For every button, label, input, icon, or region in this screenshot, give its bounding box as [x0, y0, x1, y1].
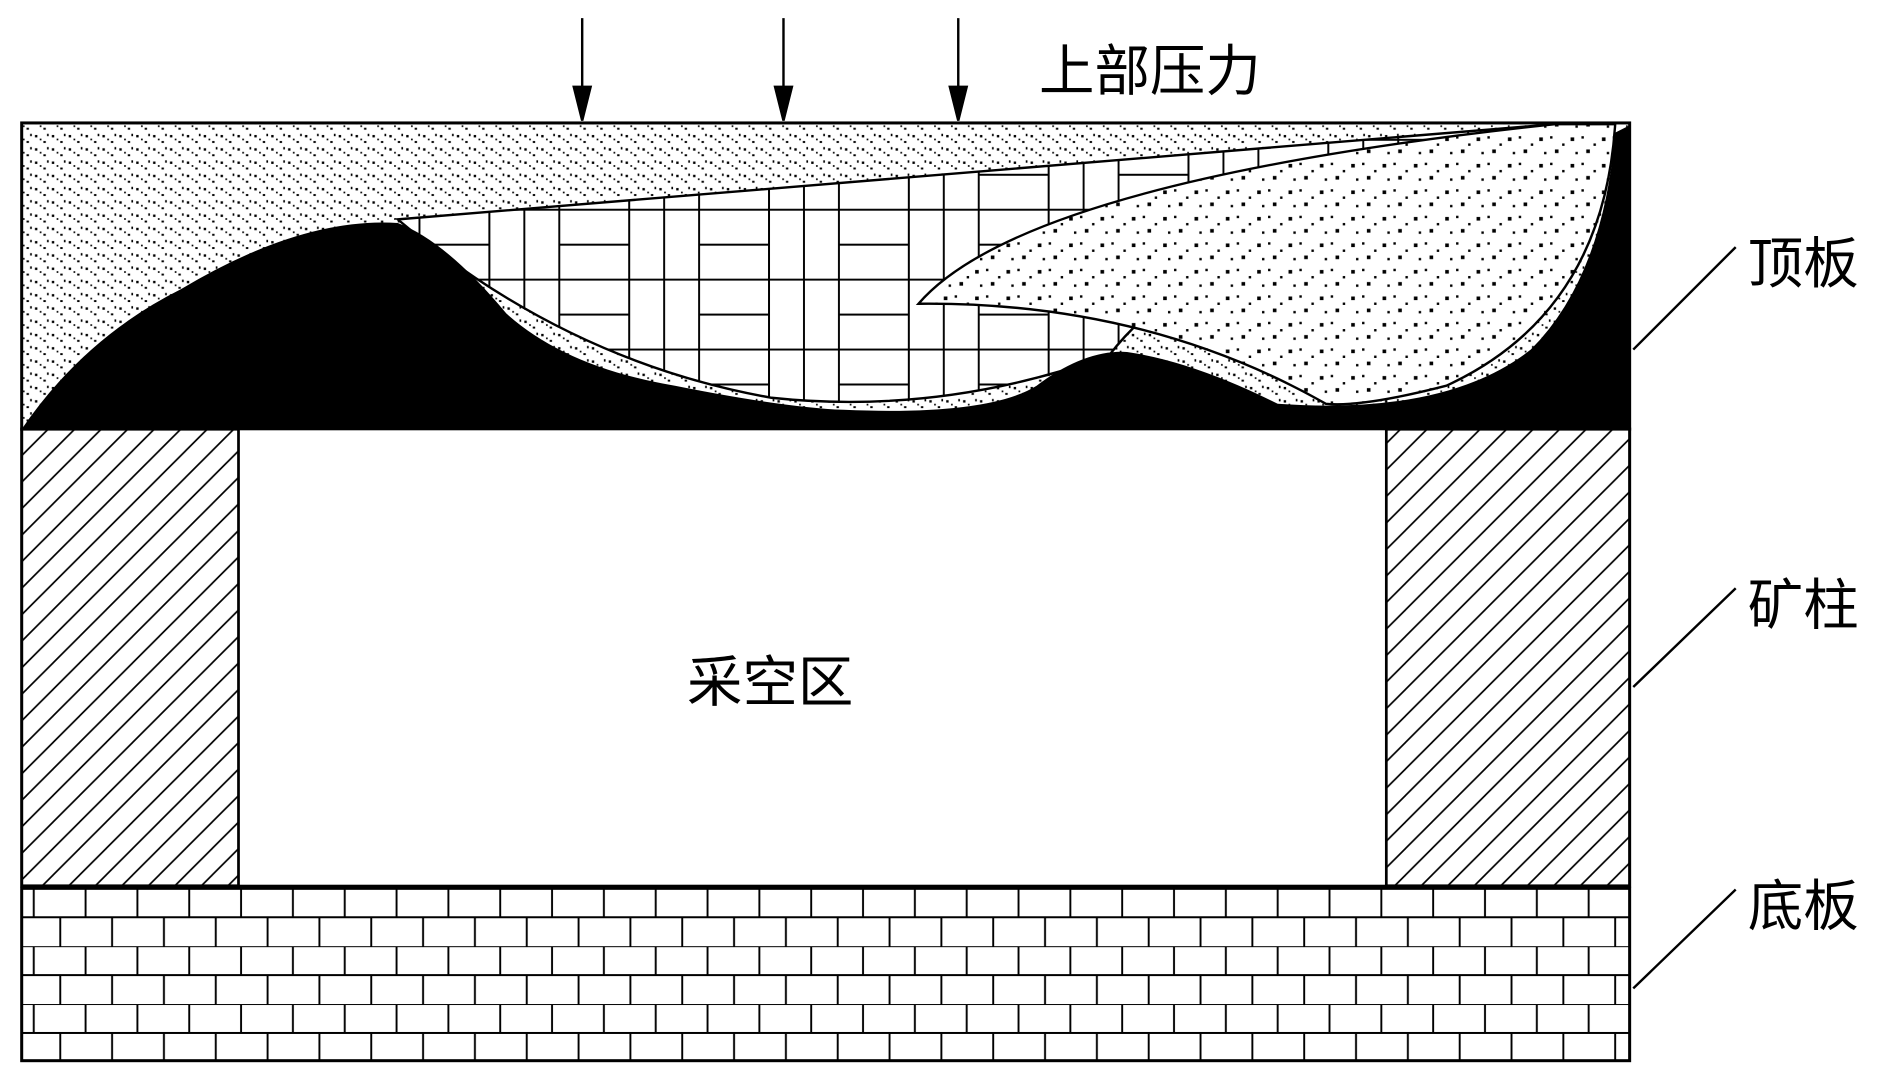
pillar-label: 矿柱	[1748, 574, 1859, 638]
goaf-label: 采空区	[687, 652, 853, 716]
left-pillar	[20, 427, 241, 888]
goaf-void	[237, 427, 1388, 888]
pressure-label: 上部压力	[1039, 40, 1261, 104]
roof-label: 顶板	[1748, 233, 1859, 297]
floor-layer	[20, 886, 1632, 1063]
roof-layer	[20, 121, 1632, 431]
floor-label: 底板	[1748, 876, 1859, 940]
leader-lines	[1632, 246, 1737, 990]
arrow-icon	[773, 18, 794, 121]
roof-coarse-block	[915, 122, 1617, 406]
arrow-icon	[572, 18, 593, 121]
roof-collapse-black	[21, 125, 1630, 430]
arrow-icon	[948, 18, 969, 121]
pressure-arrows	[572, 18, 969, 121]
right-pillar	[1384, 427, 1632, 888]
